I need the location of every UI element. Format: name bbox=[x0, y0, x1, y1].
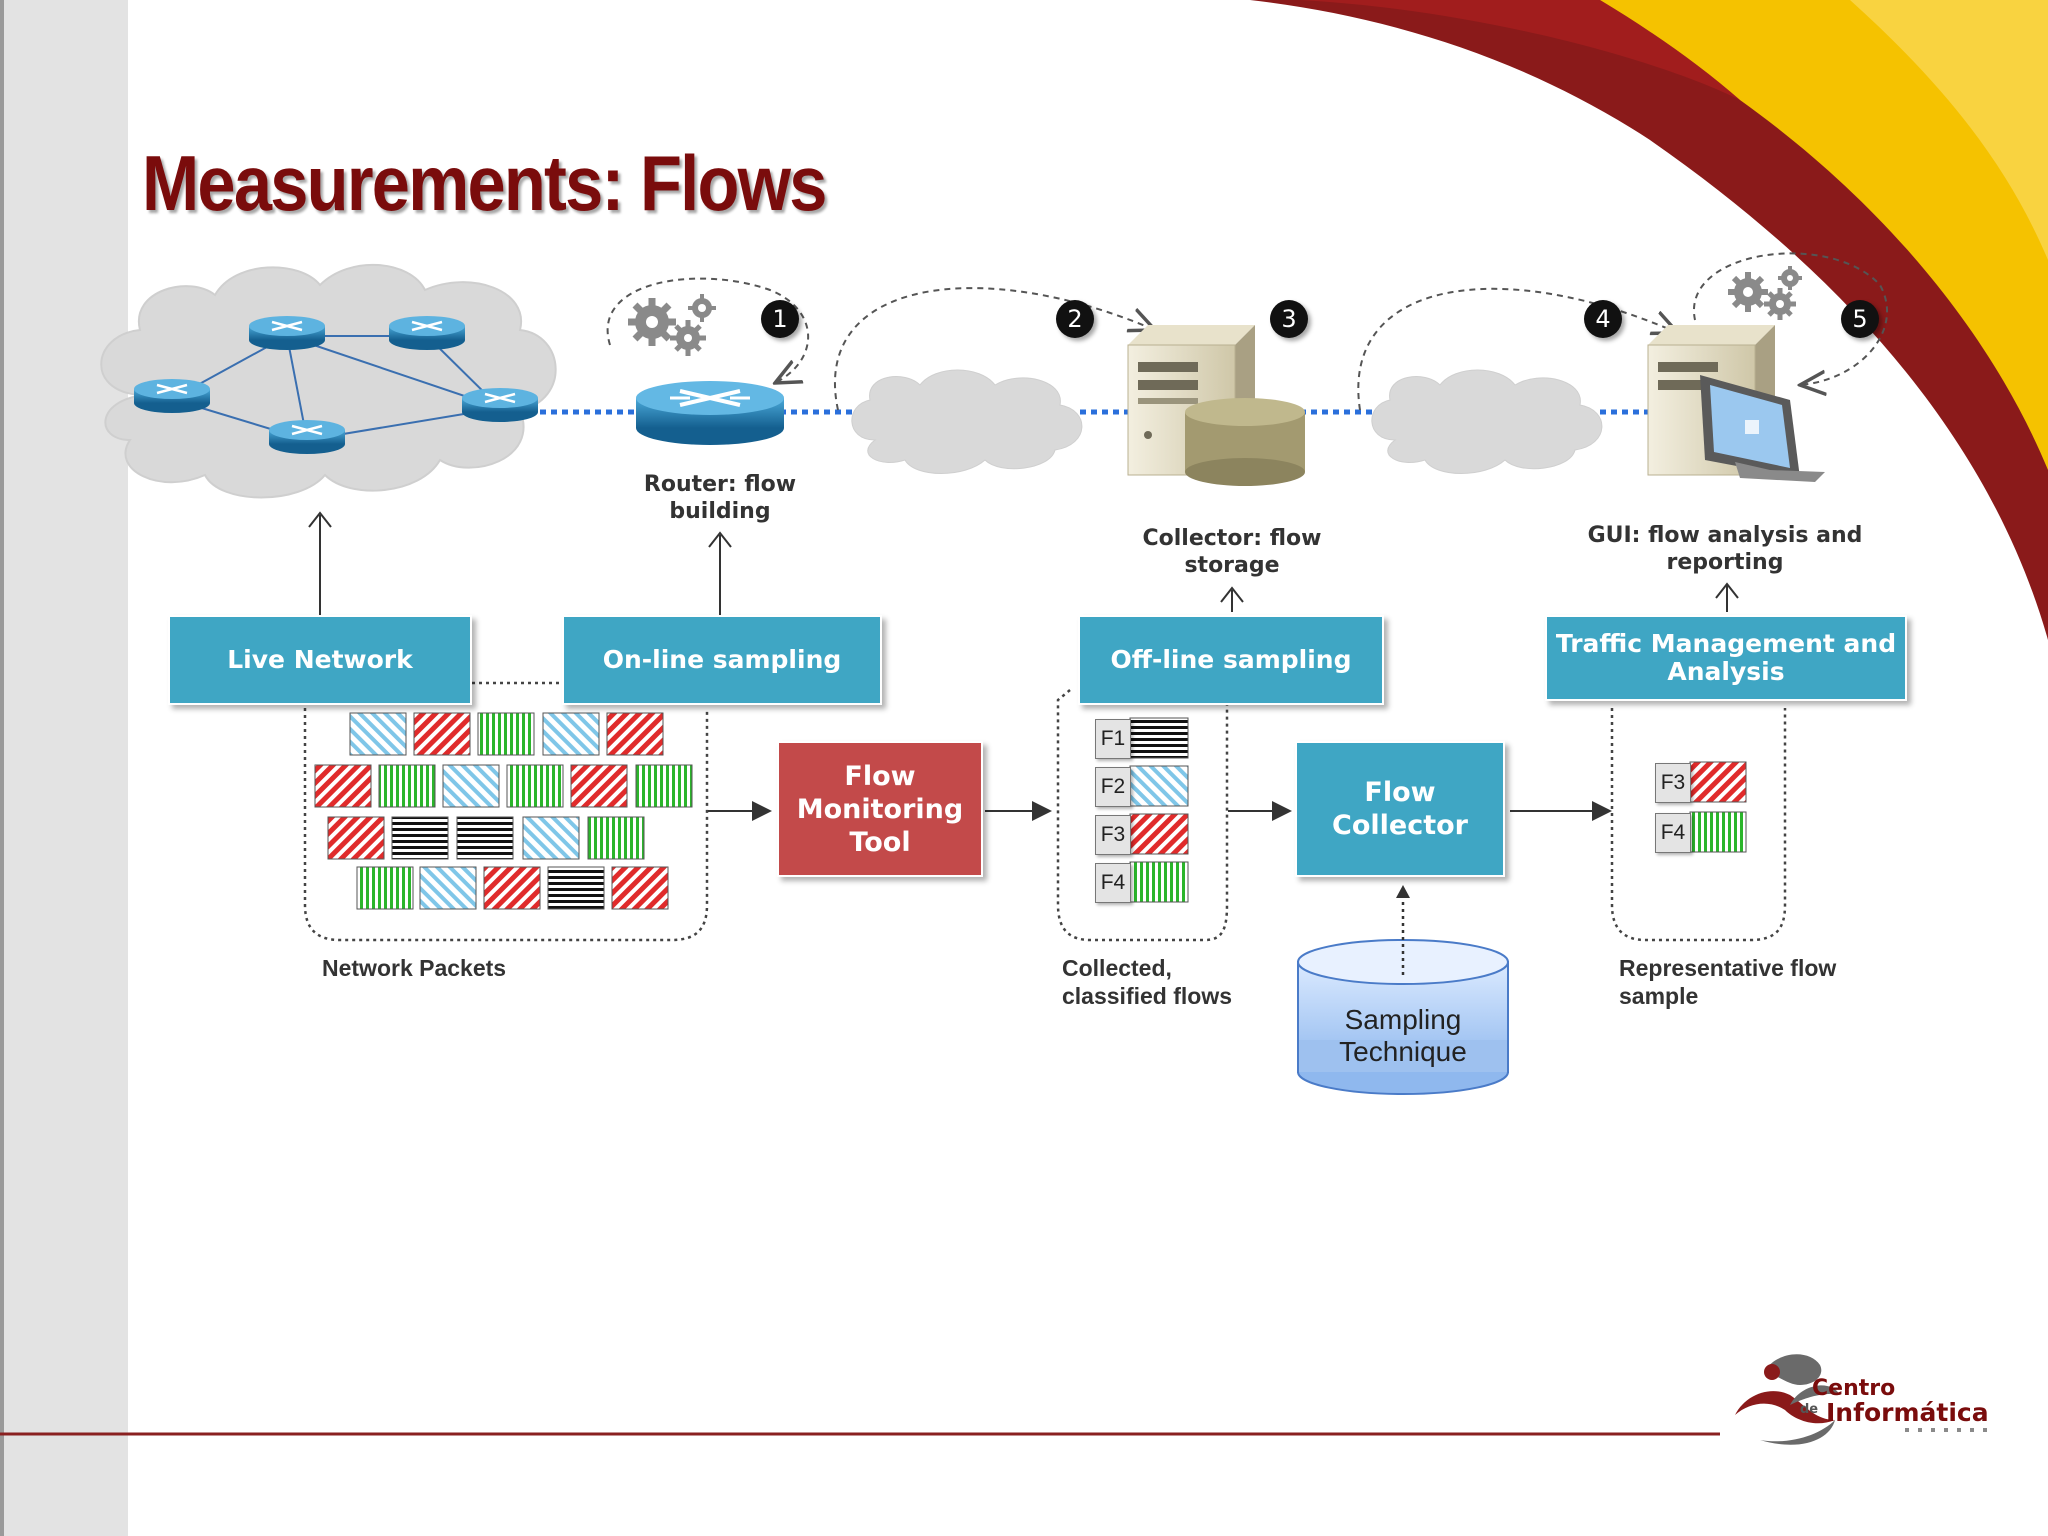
packets-container bbox=[303, 708, 709, 942]
packet bbox=[570, 764, 628, 808]
step-number: 3 bbox=[1270, 300, 1308, 338]
step-number: 1 bbox=[761, 300, 799, 338]
flows-container bbox=[1056, 689, 1229, 942]
flow-tag: F4 bbox=[1655, 813, 1691, 853]
router-icon bbox=[389, 316, 465, 350]
live-network-box: Live Network bbox=[168, 615, 472, 705]
sidebar-strip bbox=[0, 0, 128, 1536]
packet bbox=[327, 816, 385, 860]
offline-sampling-box: Off-line sampling bbox=[1078, 615, 1384, 705]
packet bbox=[456, 816, 514, 860]
flow-tag: F4 bbox=[1095, 863, 1131, 903]
gui-caption: GUI: flow analysis and reporting bbox=[1587, 523, 1863, 575]
up-arrow bbox=[308, 511, 1739, 615]
sample-container bbox=[1610, 708, 1787, 942]
flow-collector-box: Flow Collector bbox=[1295, 741, 1505, 877]
packet bbox=[419, 866, 477, 910]
sampling-technique-cylinder bbox=[1297, 939, 1509, 1095]
packet bbox=[522, 816, 580, 860]
representative-sample-label: Representative flow sample bbox=[1619, 955, 1837, 1009]
flow-bar bbox=[1689, 811, 1747, 853]
packet bbox=[314, 764, 372, 808]
transit-cloud bbox=[1371, 369, 1603, 474]
transfer-arrow bbox=[1357, 287, 1678, 411]
process-loop-arrow bbox=[1692, 252, 1888, 385]
logo-text: Informática bbox=[1826, 1398, 1989, 1427]
flow-bar bbox=[1129, 861, 1189, 903]
router-caption: Router: flow building bbox=[643, 472, 797, 524]
flow-bar bbox=[1129, 717, 1189, 759]
packet bbox=[483, 866, 541, 910]
router-icon bbox=[269, 420, 345, 454]
online-sampling-box: On-line sampling bbox=[562, 615, 882, 705]
transit-cloud bbox=[851, 369, 1083, 474]
collector-caption: Collector: flow storage bbox=[1142, 526, 1322, 578]
logo-text: Centro bbox=[1812, 1376, 1896, 1401]
gear-icon bbox=[628, 294, 716, 356]
step-number: 2 bbox=[1056, 300, 1094, 338]
logo-text-prefix: de bbox=[1800, 1402, 1819, 1417]
packet bbox=[356, 866, 414, 910]
traffic-management-box: Traffic Management and Analysis bbox=[1545, 615, 1907, 701]
collected-flow-bars bbox=[1129, 717, 1189, 903]
flow-tag: F3 bbox=[1655, 763, 1691, 803]
packet bbox=[477, 712, 535, 756]
router-icon bbox=[636, 381, 784, 445]
flow-bar bbox=[1129, 813, 1189, 855]
monitor-icon bbox=[1700, 375, 1825, 482]
transfer-arrow bbox=[834, 287, 1155, 411]
database-icon bbox=[1185, 398, 1305, 486]
packet bbox=[542, 712, 600, 756]
flow-tag: F2 bbox=[1095, 767, 1131, 807]
sample-flow-bars bbox=[1689, 761, 1747, 853]
step-number: 4 bbox=[1584, 300, 1622, 338]
flow-bar bbox=[1689, 761, 1747, 803]
process-loop-arrow bbox=[606, 277, 810, 383]
flow-monitoring-tool-box: Flow Monitoring Tool bbox=[777, 741, 983, 877]
packet bbox=[547, 866, 605, 910]
flow-tag: F1 bbox=[1095, 719, 1131, 759]
network-packets-label: Network Packets bbox=[322, 955, 507, 981]
gear-icon bbox=[1728, 266, 1802, 320]
sampling-technique-label: Sampling Technique bbox=[1339, 1004, 1467, 1067]
packet bbox=[349, 712, 407, 756]
packet bbox=[378, 764, 436, 808]
packet bbox=[442, 764, 500, 808]
flow-tag: F3 bbox=[1095, 815, 1131, 855]
packet bbox=[506, 764, 564, 808]
packet bbox=[391, 816, 449, 860]
network-packets bbox=[314, 712, 693, 910]
collected-flows-label: Collected, classified flows bbox=[1062, 955, 1233, 1009]
flow-bar bbox=[1129, 765, 1189, 807]
decorative-swoosh bbox=[1250, 0, 2048, 640]
packet bbox=[611, 866, 669, 910]
packet bbox=[413, 712, 471, 756]
packet bbox=[587, 816, 645, 860]
packet bbox=[606, 712, 664, 756]
router-icon bbox=[462, 388, 538, 422]
router-icon bbox=[134, 379, 210, 413]
router-icon bbox=[249, 316, 325, 350]
logo-icon bbox=[1735, 1354, 1840, 1445]
network-cloud bbox=[100, 264, 557, 499]
page-title: Measurements: Flows bbox=[142, 139, 827, 227]
logo-subtext-dots bbox=[1905, 1428, 1987, 1432]
step-number: 5 bbox=[1841, 300, 1879, 338]
packet bbox=[635, 764, 693, 808]
